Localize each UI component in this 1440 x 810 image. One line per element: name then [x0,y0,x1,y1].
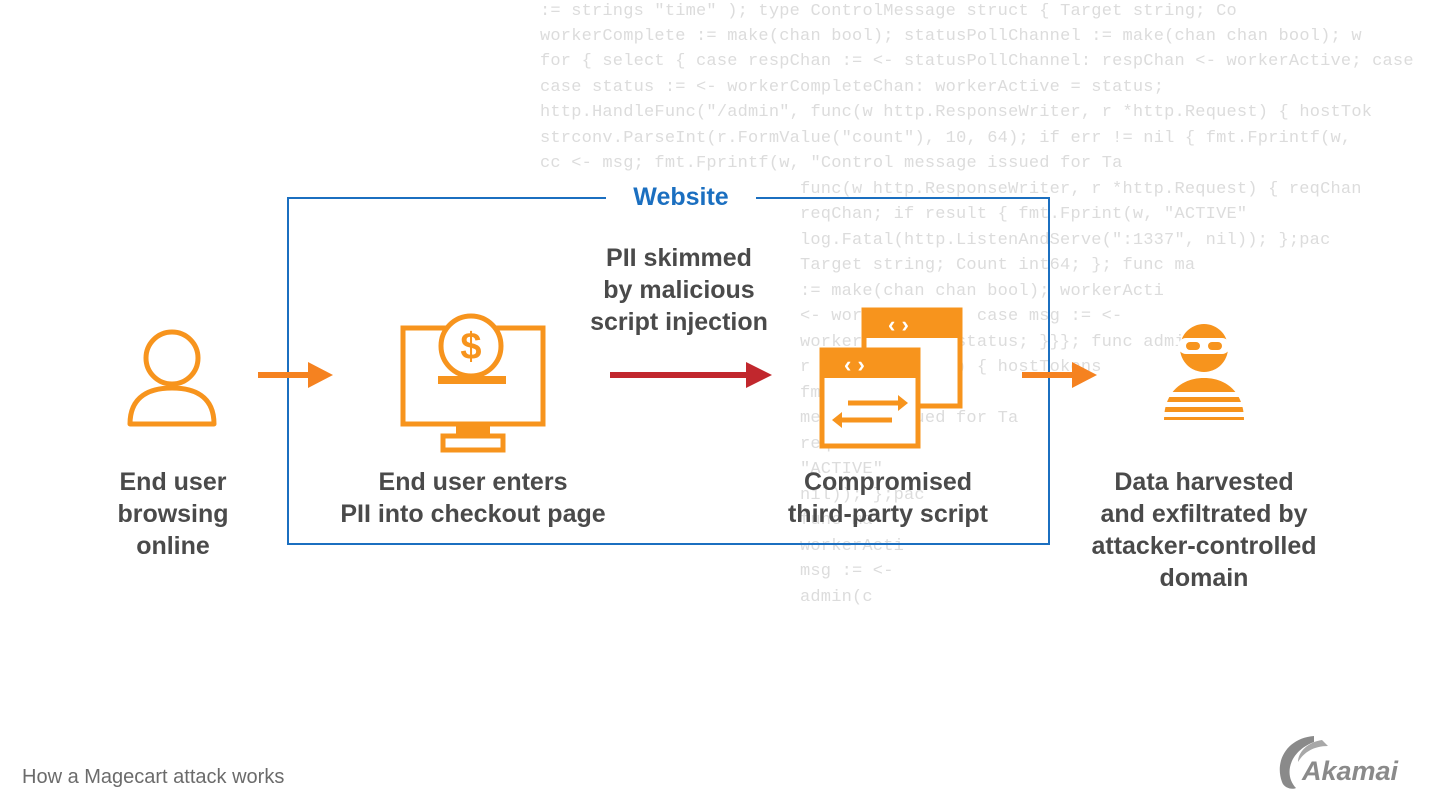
code-line: workerComplete := make(chan bool); statu… [540,27,1362,46]
code-line: admin(c [800,588,873,607]
code-line: msg := <- [800,562,894,581]
skim-label: PII skimmed by malicious script injectio… [570,242,788,338]
step-caption-exfiltration: Data harvested and exfiltrated by attack… [1072,466,1336,594]
skim-label-line: script injection [590,308,768,336]
brand-name: Akamai [1302,756,1399,786]
user-icon [127,329,217,427]
monitor-dollar-icon: $ [400,313,546,453]
caption-line: attacker-controlled [1091,532,1317,560]
akamai-logo-icon [1279,736,1328,789]
code-line: case status := <- workerCompleteChan: wo… [540,78,1165,97]
script-windows-icon: ‹ › ‹ › [819,307,963,449]
caption-line: third-party script [787,500,989,528]
arrow-right-red-icon [610,362,772,388]
caption-line: online [136,532,210,560]
footer-title: How a Magecart attack works [22,766,285,788]
code-line: := strings "time" ); type ControlMessage… [540,2,1237,21]
svg-text:$: $ [460,326,481,368]
code-line: http.HandleFunc("/admin", func(w http.Re… [540,103,1373,122]
code-line: for { select { case respChan := <- statu… [540,52,1414,71]
step-caption-user: End user browsing online [92,466,254,562]
svg-text:‹ ›: ‹ › [888,312,909,337]
svg-text:‹ ›: ‹ › [844,352,865,377]
caption-line: browsing [117,500,229,528]
skim-label-line: by malicious [603,276,755,304]
step-caption-script: Compromised third-party script [768,466,1008,530]
caption-line: End user enters [378,468,568,496]
skim-label-line: PII skimmed [606,244,752,272]
step-caption-checkout: End user enters PII into checkout page [322,466,624,530]
code-line: cc <- msg; fmt.Fprintf(w, "Control messa… [540,154,1123,173]
website-label: Website [606,180,756,214]
caption-line: Data harvested [1114,468,1294,496]
caption-line: PII into checkout page [340,500,606,528]
caption-line: domain [1159,564,1249,592]
code-line: strconv.ParseInt(r.FormValue("count"), 1… [540,129,1352,148]
caption-line: End user [119,468,227,496]
arrow-right-icon [1022,362,1097,388]
arrow-right-icon [258,362,333,388]
caption-line: Compromised [803,468,973,496]
caption-line: and exfiltrated by [1100,500,1308,528]
attacker-icon [1164,324,1244,420]
